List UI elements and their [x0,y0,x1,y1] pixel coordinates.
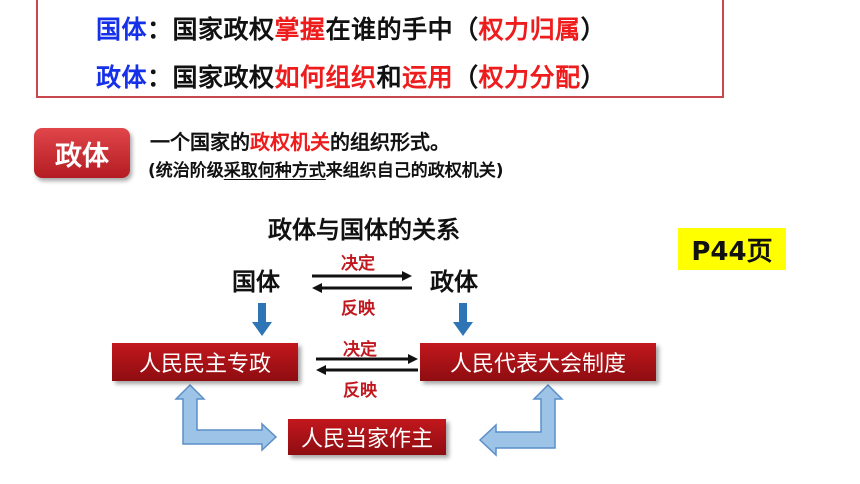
def-text: 和 [376,63,403,92]
state-system-definition: 国体：国家政权掌握在谁的手中（权力归属） [96,10,606,46]
box-people-as-masters: 人民当家作主 [288,419,446,455]
edge-label-reflects-top: 反映 [341,299,375,319]
arrow-right-icon [316,354,418,364]
polity-full-definition: 一个国家的政权机关的组织形式。 [150,126,450,155]
def-highlight: 权力分配 [478,63,581,92]
def-text: 国家政权 [172,15,275,44]
paren: （ [453,15,479,44]
node-polity: 政体 [430,268,478,296]
paren: ） [580,15,607,44]
state-system-term: 国体 [96,15,148,44]
def-highlight: 掌握 [274,15,326,44]
def-text: 的组织形式。 [330,130,450,154]
polity-term: 政体 [96,63,148,92]
colon: ： [147,15,173,44]
arrow-left-icon [312,283,412,293]
arrow-down-icon [252,303,272,336]
def-highlight: 政权机关 [250,130,330,154]
arrow-left-icon [316,365,418,375]
polity-definition: 政体：国家政权如何组织和运用（权力分配） [96,58,606,94]
def-highlight: 如何组织 [274,63,377,92]
note-text: (统治阶级 [148,161,224,181]
edge-label-decides-top: 决定 [341,254,375,274]
edge-label-decides-bottom: 决定 [343,340,377,360]
diagram-title: 政体与国体的关系 [268,216,460,244]
bent-arrow-right-icon [478,383,564,457]
polity-badge: 政体 [34,128,130,178]
box-peoples-democratic-dictatorship: 人民民主专政 [112,343,298,381]
page-reference: P44页 [678,228,786,270]
def-text: 一个国家的 [150,130,250,154]
polity-note: (统治阶级采取何种方式来组织自己的政权机关) [148,156,504,181]
arrow-right-icon [312,271,412,281]
paren: （ [453,63,479,92]
def-text: 国家政权 [172,63,275,92]
edge-label-reflects-bottom: 反映 [343,381,377,401]
paren: ） [580,63,607,92]
definition-box: 国体：国家政权掌握在谁的手中（权力归属） 政体：国家政权如何组织和运用（权力分配… [36,0,724,98]
note-underlined: 采取何种方式 [223,161,326,181]
def-highlight: 权力归属 [478,15,581,44]
box-peoples-congress-system: 人民代表大会制度 [420,343,656,381]
node-state-system: 国体 [232,268,280,296]
def-text: 在谁的手中 [325,15,454,44]
note-text: 来组织自己的政权机关) [325,161,504,181]
def-highlight: 运用 [402,63,454,92]
bent-arrow-left-icon [174,383,278,452]
arrow-down-icon [453,303,473,336]
colon: ： [147,63,173,92]
